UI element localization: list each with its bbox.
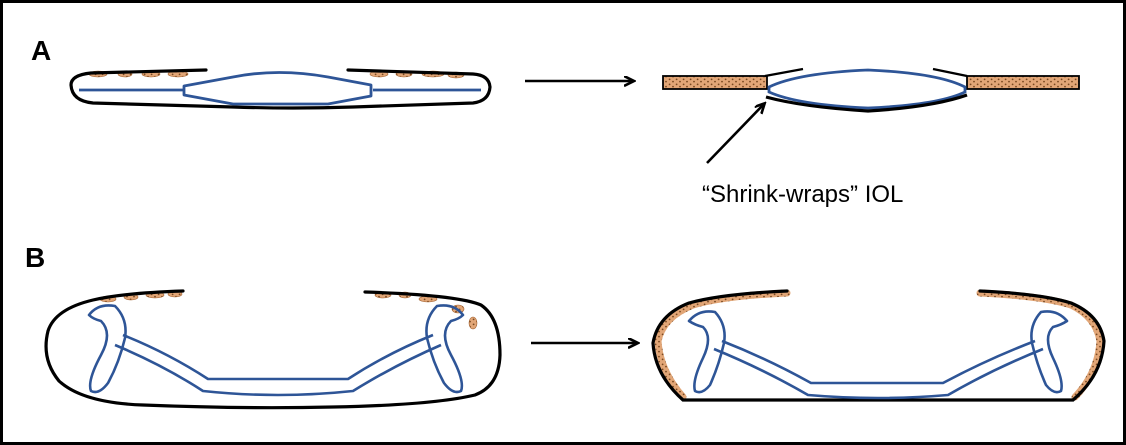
panel-a-after (663, 69, 1079, 111)
panel-label-b: B (25, 244, 45, 272)
panel-b-before (46, 291, 500, 408)
anterior-capsule-edge-right (933, 69, 967, 76)
iol-b-right (689, 311, 1067, 398)
iol-optic-a-left (184, 73, 371, 105)
panel-b-after (653, 291, 1104, 400)
fibrotic-capsule-right (967, 76, 1079, 89)
panel-a-before (71, 70, 490, 108)
lens-cell-clusters-b-left (100, 291, 477, 329)
capsule-diagram (3, 3, 1123, 442)
fibrotic-capsule-left (663, 76, 767, 89)
callout-arrow (707, 104, 764, 163)
anterior-capsule-edge-left (765, 69, 803, 76)
panel-label-a: A (31, 37, 51, 65)
iol-b-left (89, 305, 463, 395)
shrink-wrap-callout: “Shrink-wraps” IOL (702, 183, 903, 207)
